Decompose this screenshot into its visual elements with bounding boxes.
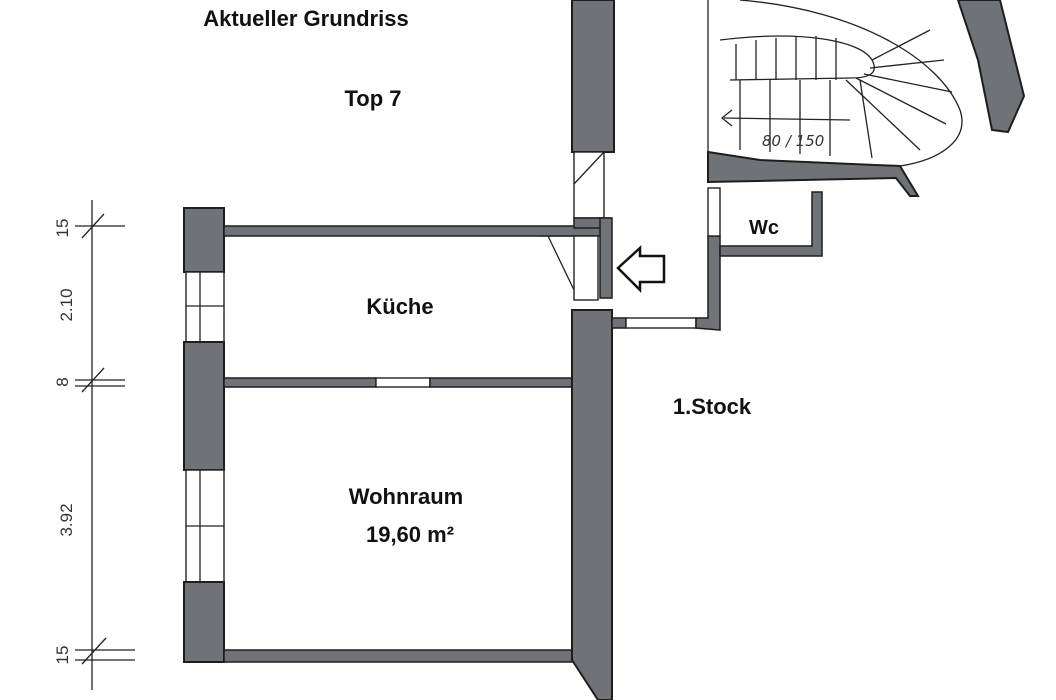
unit-label: Top 7 [344,86,401,111]
wall-corridor-stub [611,317,627,329]
dim-label-5: 15 [53,646,72,665]
entrance-arrow-icon [616,245,666,294]
window-kitchen [185,271,225,343]
exterior-wall-left [183,207,225,663]
dim-label-4: 3.92 [57,503,76,536]
wall-wc-left [695,235,721,331]
stairwell: 80 / 150 [707,0,1026,197]
stair-note: 80 / 150 [762,132,824,150]
door-kitchen-living [375,377,431,388]
wall-corridor [571,309,613,700]
room-living-area: 19,60 m² [366,522,454,547]
door-wc [707,187,721,237]
dim-label-3: 8 [53,377,72,386]
dimension-chain: 15 2.10 8 3.92 15 [53,200,135,690]
wall-stair-right [956,0,1026,134]
entrance-door [540,235,600,301]
door-upper [573,151,605,219]
dim-label-2: 2.10 [57,288,76,321]
room-wc: Wc [749,217,779,239]
dim-tick-1 [75,213,125,239]
dim-label-1: 15 [53,219,72,238]
room-living: Wohnraum [349,484,463,509]
stair-treads [735,29,953,159]
dim-tick-2 [75,367,125,393]
wall-wc [719,191,823,257]
floor-label: 1.Stock [673,394,752,419]
stair-arrow-icon [720,109,851,127]
wall-upper-corridor [571,0,615,153]
door-corridor [625,317,697,329]
wall-top [223,225,611,237]
room-kitchen: Küche [366,294,433,319]
wall-bottom [223,649,575,663]
wall-kitchen-living-left [223,377,377,388]
wall-kitchen-living-right [429,377,573,388]
wall-stair-bottom [707,150,920,197]
plan-title: Aktueller Grundriss [203,6,408,31]
